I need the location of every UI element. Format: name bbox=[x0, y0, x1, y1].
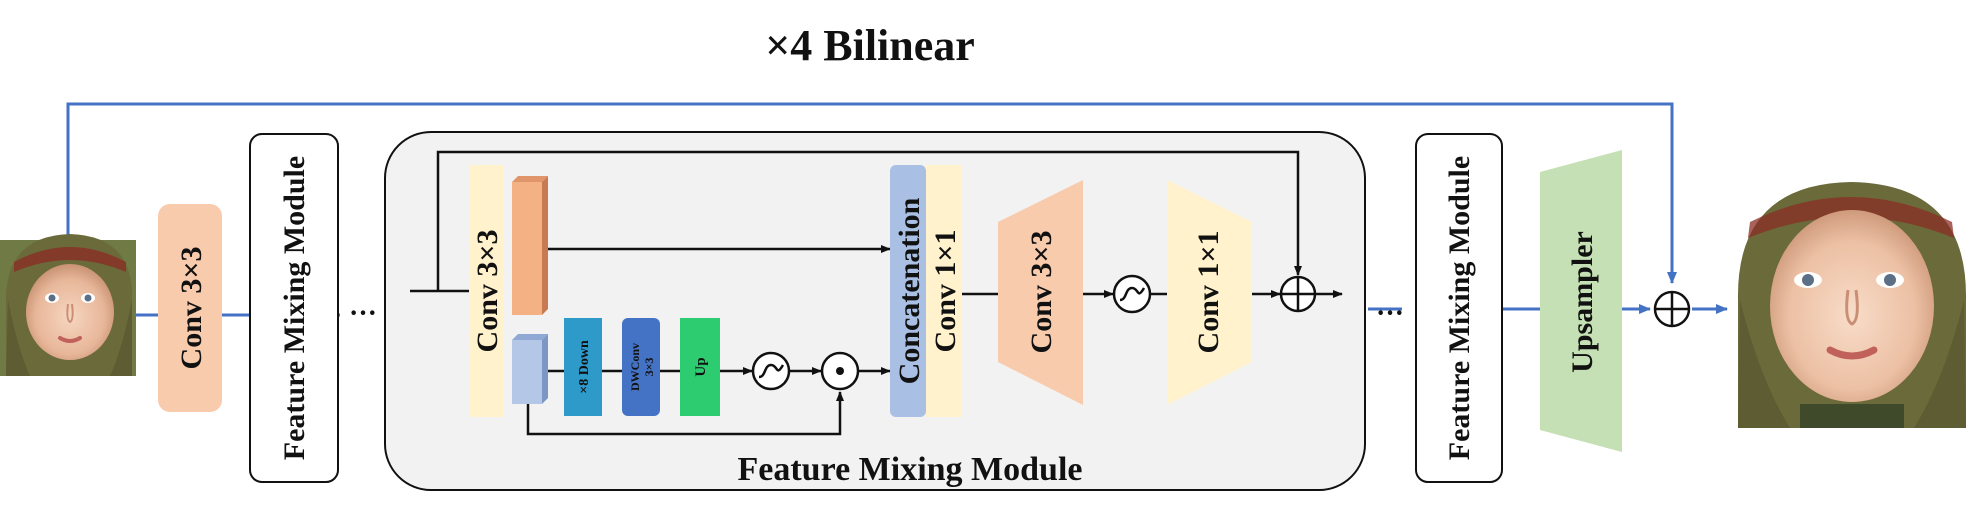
conv-3x3-trapezoid-label: Conv 3×3 bbox=[1025, 231, 1058, 354]
ellipsis-right: ··· bbox=[1376, 298, 1404, 329]
bilinear-label: ×4 Bilinear bbox=[765, 21, 975, 70]
concatenation-label: Concatenation bbox=[893, 197, 926, 384]
blue-feature-map bbox=[512, 334, 548, 404]
module-title: Feature Mixing Module bbox=[738, 451, 1083, 488]
upsampler-block: Upsampler bbox=[1540, 150, 1622, 452]
conv-3x3-trapezoid: Conv 3×3 bbox=[998, 180, 1083, 405]
input-image bbox=[0, 234, 136, 376]
sigmoid-icon-lower bbox=[751, 351, 791, 391]
x8-down-label: ×8 Down bbox=[577, 340, 592, 394]
dwconv-label-line2: 3×3 bbox=[642, 358, 656, 377]
x8-down-block: ×8 Down bbox=[564, 318, 602, 416]
conv-1x1-trapezoid: Conv 1×1 bbox=[1167, 180, 1252, 405]
output-image bbox=[1730, 182, 1972, 428]
up-label: Up bbox=[693, 357, 709, 376]
upsampler-label: Upsampler bbox=[1566, 231, 1599, 373]
elementwise-add-icon-inner bbox=[1279, 275, 1317, 313]
conv-1x1-a-label: Conv 1×1 bbox=[929, 230, 962, 353]
inner-conv-3x3-block: Conv 3×3 bbox=[469, 165, 504, 417]
feature-mixing-module-block-left: Feature Mixing Module bbox=[249, 133, 339, 483]
orange-feature-map bbox=[512, 176, 548, 315]
elementwise-multiply-icon bbox=[820, 351, 860, 391]
conv-1x1-b-label: Conv 1×1 bbox=[1192, 231, 1225, 354]
concatenation-block: Concatenation bbox=[890, 165, 926, 417]
inner-conv-3x3-label: Conv 3×3 bbox=[471, 230, 504, 353]
feature-mixing-module-block-right: Feature Mixing Module bbox=[1415, 133, 1503, 483]
fmm-right-label: Feature Mixing Module bbox=[1443, 156, 1476, 460]
fmm-left-label: Feature Mixing Module bbox=[278, 156, 311, 460]
dwconv-3x3-block: DWConv 3×3 bbox=[622, 318, 660, 416]
ellipsis-left: ··· bbox=[349, 298, 377, 329]
up-block: Up bbox=[680, 318, 720, 416]
bilinear-skip-connection bbox=[66, 102, 1677, 284]
conv-3x3-block: Conv 3×3 bbox=[158, 204, 222, 412]
elementwise-add-icon-output bbox=[1653, 290, 1691, 328]
dwconv-label-line1: DWConv bbox=[628, 343, 642, 391]
conv-3x3-label: Conv 3×3 bbox=[175, 247, 208, 370]
conv-1x1-block-a: Conv 1×1 bbox=[926, 165, 962, 417]
feature-mixing-module-expanded: Conv 3×3 ×8 Down DWCon bbox=[384, 131, 1366, 491]
sigmoid-icon-upper bbox=[1112, 274, 1152, 314]
